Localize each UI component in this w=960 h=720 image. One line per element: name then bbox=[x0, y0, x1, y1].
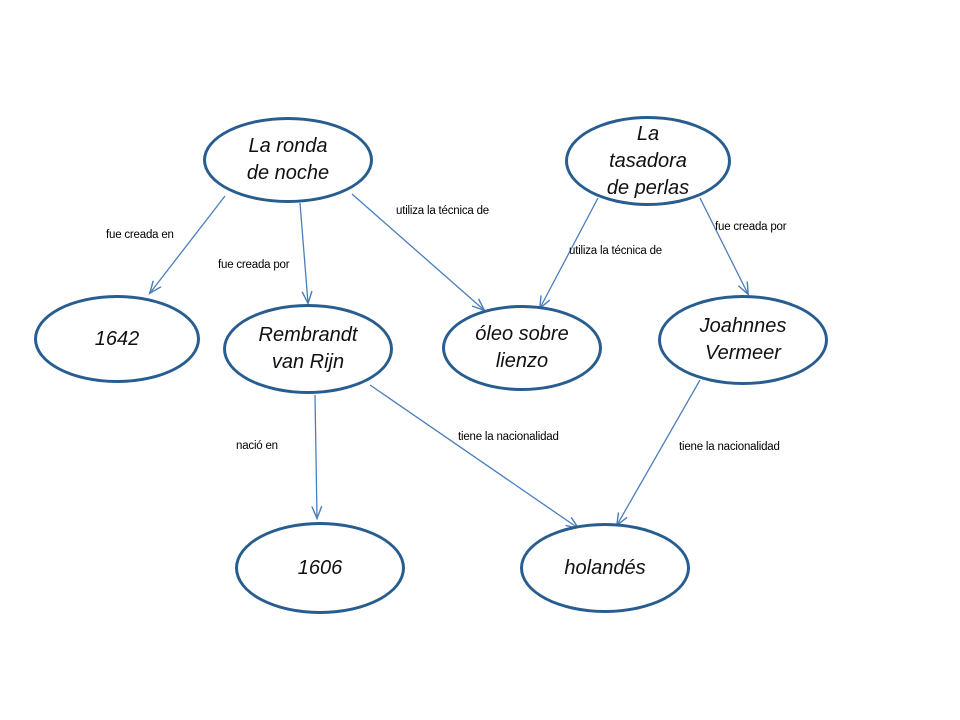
node-label-rembrandt: Rembrandt van Rijn bbox=[258, 324, 358, 373]
node-vermeer[interactable]: Joahnnes Vermeer bbox=[658, 295, 828, 385]
edge-label-ronda-to-rembrandt: fue creada por bbox=[218, 259, 290, 271]
edge-lines bbox=[150, 193, 748, 528]
node-label-vermeer: Joahnnes Vermeer bbox=[699, 315, 787, 364]
node-holandes[interactable]: holandés bbox=[520, 523, 690, 613]
edge-label-tasadora-to-oleo: utiliza la técnica de bbox=[569, 245, 662, 257]
edge-label-tasadora-to-vermeer: fue creada por bbox=[715, 221, 787, 233]
node-oleo[interactable]: óleo sobre lienzo bbox=[442, 305, 602, 391]
edge-ronda-to-anio1642 bbox=[150, 195, 226, 293]
edge-vermeer-to-holandes bbox=[617, 379, 701, 525]
edge-tasadora-to-oleo bbox=[540, 197, 599, 308]
edge-ronda-to-rembrandt bbox=[299, 202, 308, 303]
node-label-anio1642: 1642 bbox=[94, 327, 140, 350]
node-label-anio1606: 1606 bbox=[297, 556, 343, 579]
edge-ronda-to-oleo bbox=[351, 193, 484, 310]
edge-label-ronda-to-anio1642: fue creada en bbox=[106, 229, 174, 241]
edge-label-vermeer-to-holandes: tiene la nacionalidad bbox=[679, 441, 780, 453]
node-tasadora[interactable]: La tasadora de perlas bbox=[565, 116, 731, 206]
node-label-tasadora: La tasadora de perlas bbox=[606, 122, 690, 199]
edge-tasadora-to-vermeer bbox=[699, 197, 748, 294]
edge-label-rembrandt-to-holandes: tiene la nacionalidad bbox=[458, 431, 559, 443]
node-ronda[interactable]: La ronda de noche bbox=[203, 117, 373, 203]
edge-label-rembrandt-to-anio1606: nació en bbox=[236, 440, 278, 452]
edge-rembrandt-to-anio1606 bbox=[315, 394, 317, 518]
edge-rembrandt-to-holandes bbox=[369, 384, 578, 528]
node-label-holandes: holandés bbox=[564, 556, 646, 579]
node-rembrandt[interactable]: Rembrandt van Rijn bbox=[223, 304, 393, 394]
node-label-oleo: óleo sobre lienzo bbox=[475, 323, 569, 372]
edge-label-ronda-to-oleo: utiliza la técnica de bbox=[396, 205, 489, 217]
node-anio1606[interactable]: 1606 bbox=[235, 522, 405, 614]
node-label-ronda: La ronda de noche bbox=[246, 135, 330, 184]
node-anio1642[interactable]: 1642 bbox=[34, 295, 200, 383]
